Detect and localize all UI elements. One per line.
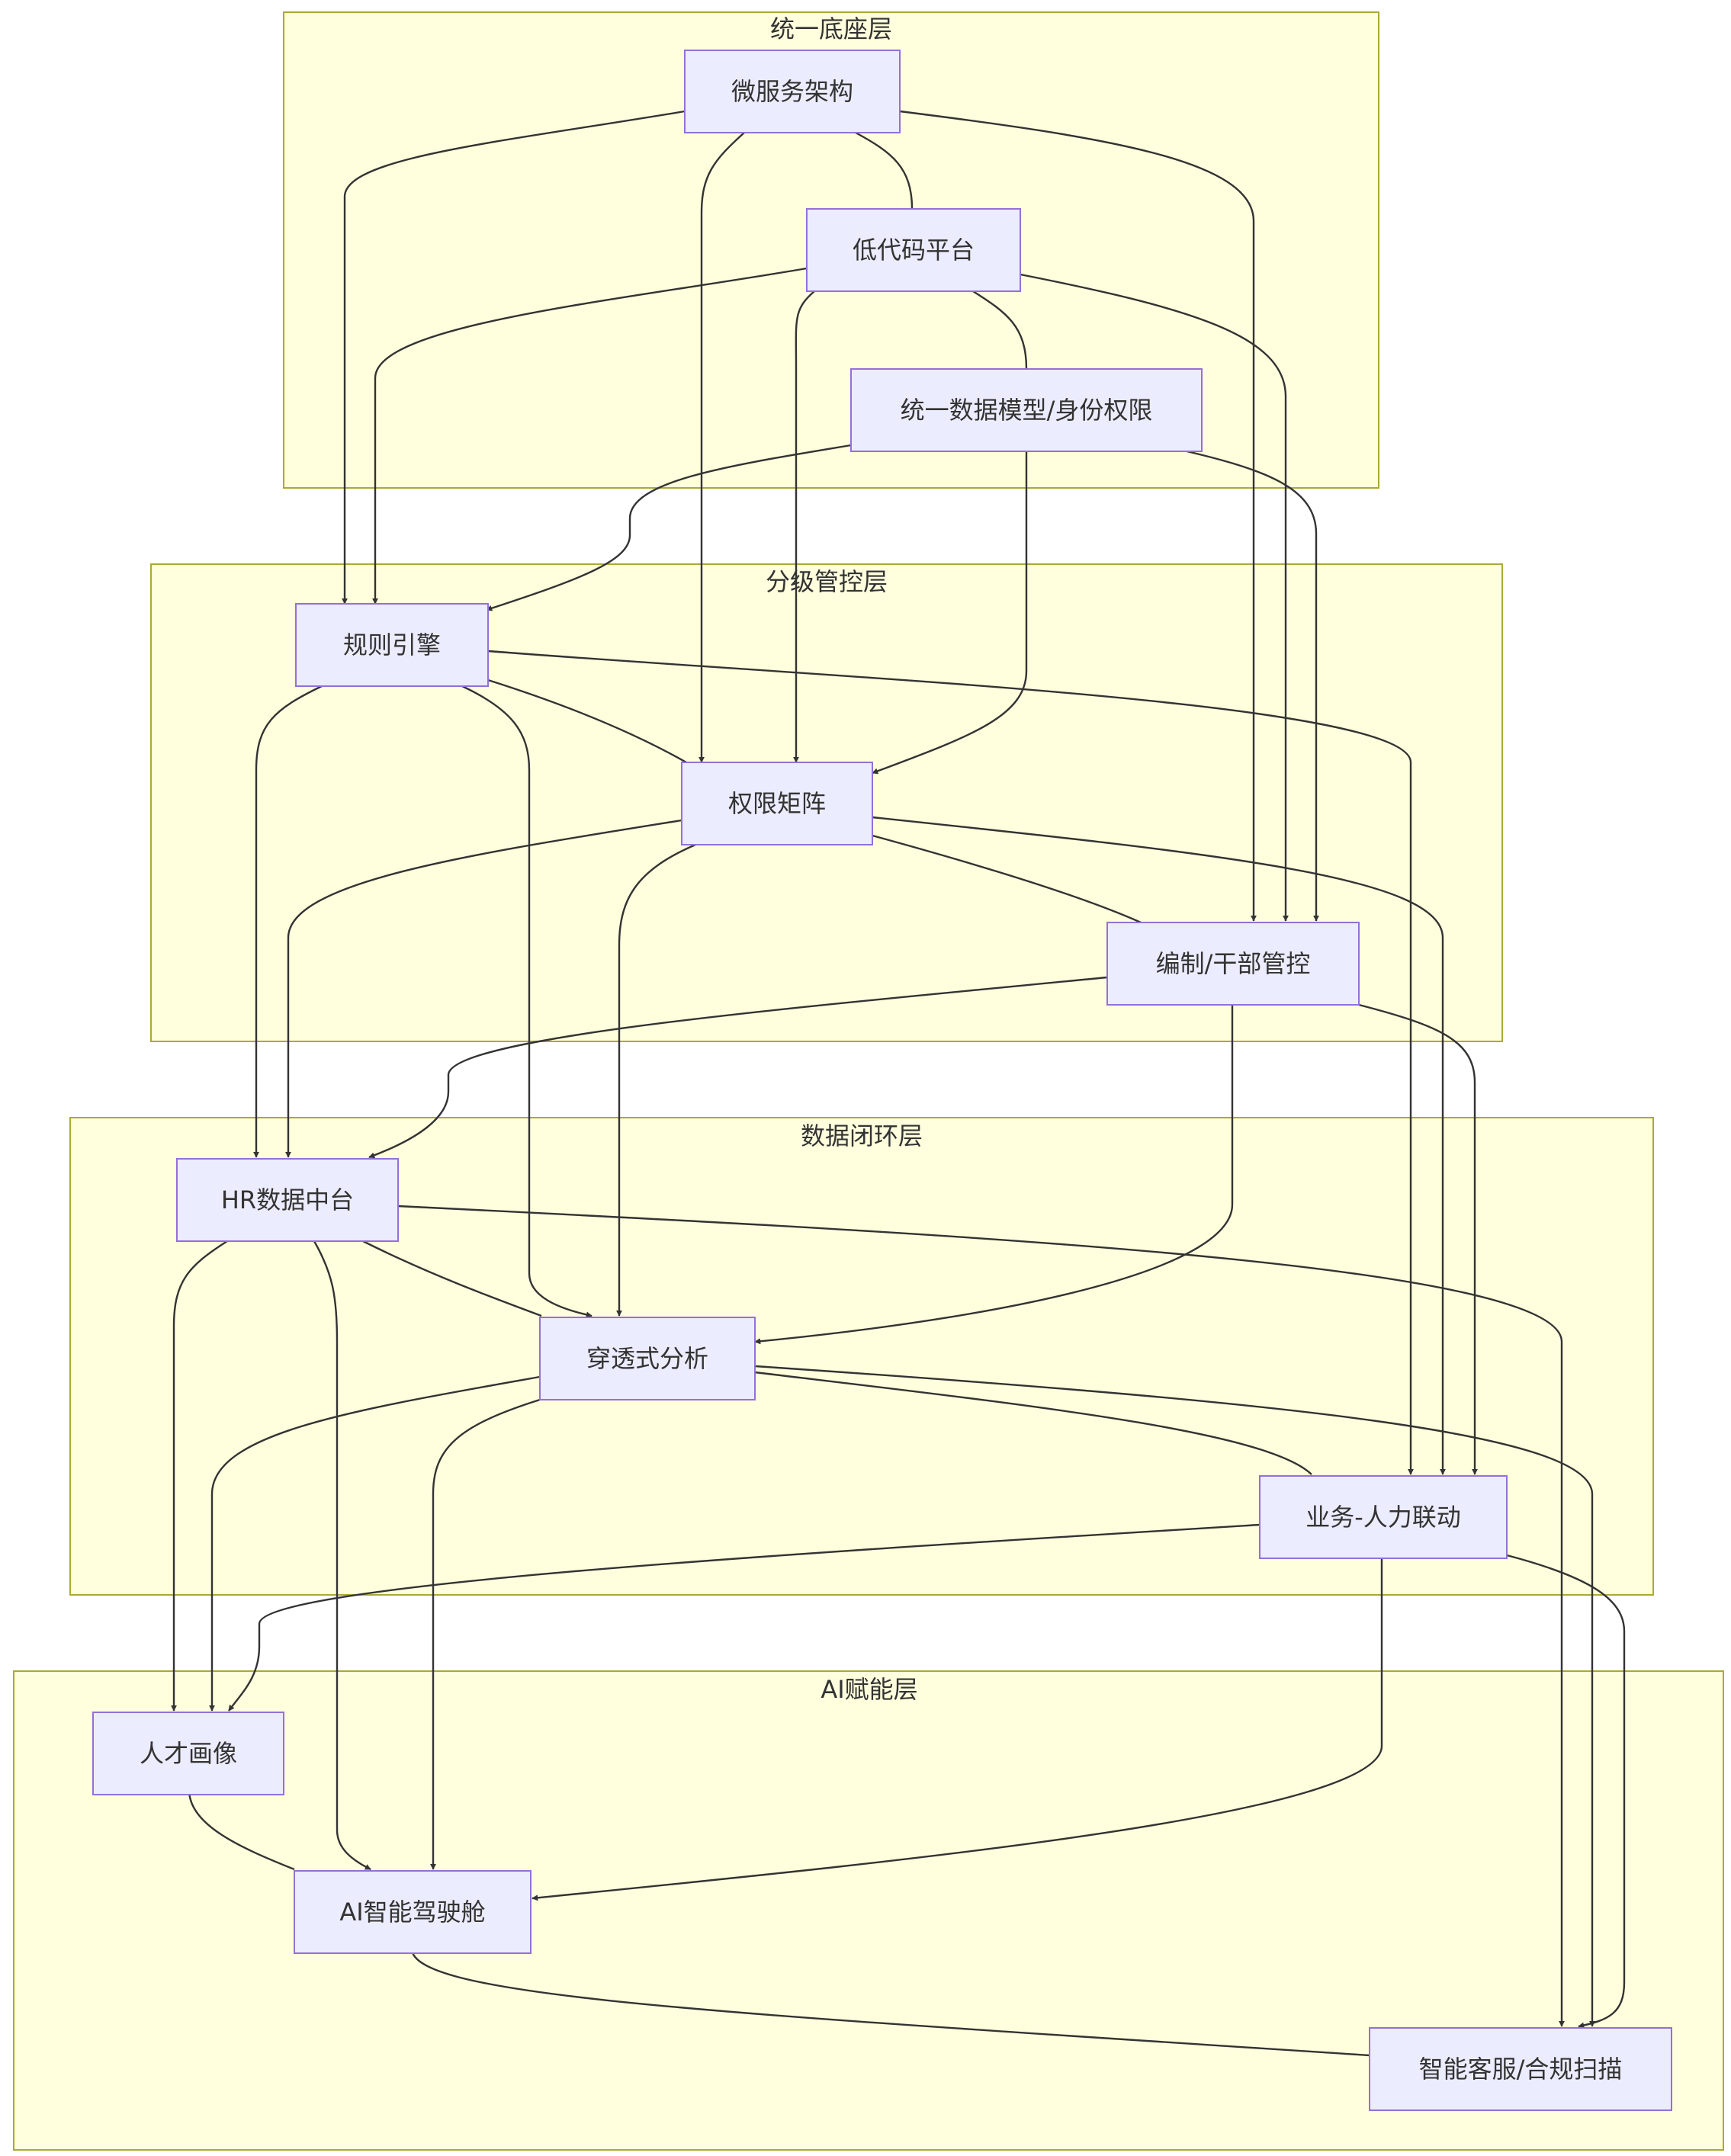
edge-hr-datahub-to-ai-cockpit [313,1240,371,1871]
edge-unified-model-to-rule-engine [486,444,852,611]
node-hr-datahub-label: HR数据中台 [221,1185,354,1214]
edge-microservice-to-permission-matrix [699,132,745,763]
node-staffing-control[interactable]: 编制/干部管控 [1106,922,1360,1006]
edge-lowcode-to-rule-engine [372,267,808,605]
cluster-foundation-label: 统一底座层 [770,14,892,43]
node-permission-matrix-label: 权限矩阵 [728,789,826,818]
edge-rule-engine-to-business-linkage [487,650,1414,1475]
edge-microservice-to-rule-engine [342,110,686,605]
edge-unified-model-to-staffing-control [1180,448,1319,922]
node-penetrating-analysis-label: 穿透式分析 [586,1344,708,1373]
node-ai-cockpit-label: AI智能驾驶舱 [339,1898,485,1927]
edge-penetrating-analysis-to-business-linkage [754,1371,1312,1475]
node-business-linkage-label: 业务-人力联动 [1305,1503,1461,1532]
node-microservice[interactable]: 微服务架构 [684,50,901,133]
edge-hr-datahub-to-talent-profile [171,1240,228,1712]
edge-hr-datahub-to-penetrating-analysis [362,1240,542,1317]
edge-staffing-control-to-business-linkage [1358,1003,1478,1475]
node-smart-service-label: 智能客服/合规扫描 [1419,2055,1623,2084]
node-rule-engine-label: 规则引擎 [343,630,441,659]
edge-hr-datahub-to-smart-service [397,1205,1565,2027]
edge-talent-profile-to-ai-cockpit [188,1789,295,1871]
node-permission-matrix[interactable]: 权限矩阵 [681,762,873,845]
edge-permission-matrix-to-business-linkage [872,816,1446,1475]
node-lowcode[interactable]: 低代码平台 [806,208,1021,292]
edge-penetrating-analysis-to-talent-profile [209,1375,541,1712]
edge-lowcode-to-permission-matrix [793,290,815,763]
edge-rule-engine-to-hr-datahub [253,685,323,1158]
edge-ai-cockpit-to-smart-service [410,1948,1370,2057]
edge-staffing-control-to-hr-datahub [368,976,1108,1159]
node-talent-profile-label: 人才画像 [140,1739,237,1768]
node-talent-profile[interactable]: 人才画像 [92,1712,284,1795]
edge-permission-matrix-to-staffing-control [872,834,1142,924]
edge-penetrating-analysis-to-smart-service [754,1365,1595,2027]
edge-business-linkage-to-smart-service [1506,1554,1626,2029]
edge-lowcode-to-unified-model [972,290,1028,370]
edge-business-linkage-to-talent-profile [228,1523,1261,1712]
edge-staffing-control-to-penetrating-analysis [754,1005,1234,1345]
node-ai-cockpit[interactable]: AI智能驾驶舱 [294,1870,532,1954]
cluster-control-label: 分级管控层 [766,567,888,596]
node-rule-engine[interactable]: 规则引擎 [295,603,489,687]
node-hr-datahub[interactable]: HR数据中台 [176,1158,399,1242]
edge-rule-engine-to-penetrating-analysis [461,685,593,1318]
edge-lowcode-to-staffing-control [1020,273,1289,922]
cluster-ai-label: AI赋能层 [821,1675,917,1704]
edge-rule-engine-to-permission-matrix [487,679,687,764]
node-staffing-control-label: 编制/干部管控 [1156,949,1311,978]
node-penetrating-analysis[interactable]: 穿透式分析 [539,1317,756,1400]
edge-microservice-to-lowcode [855,131,914,210]
node-unified-model[interactable]: 统一数据模型/身份权限 [850,368,1203,452]
node-unified-model-label: 统一数据模型/身份权限 [901,396,1153,425]
node-microservice-label: 微服务架构 [731,77,853,106]
node-business-linkage[interactable]: 业务-人力联动 [1259,1475,1508,1559]
cluster-data-loop-label: 数据闭环层 [801,1121,923,1150]
edge-permission-matrix-to-hr-datahub [285,819,682,1158]
edges [171,110,1626,2057]
edge-permission-matrix-to-penetrating-analysis [616,843,696,1317]
node-smart-service[interactable]: 智能客服/合规扫描 [1369,2027,1672,2111]
edge-business-linkage-to-ai-cockpit [532,1555,1383,1901]
edge-unified-model-to-permission-matrix [872,451,1028,775]
edge-microservice-to-staffing-control [899,110,1257,922]
edge-penetrating-analysis-to-ai-cockpit [430,1398,541,1870]
node-lowcode-label: 低代码平台 [853,236,975,265]
